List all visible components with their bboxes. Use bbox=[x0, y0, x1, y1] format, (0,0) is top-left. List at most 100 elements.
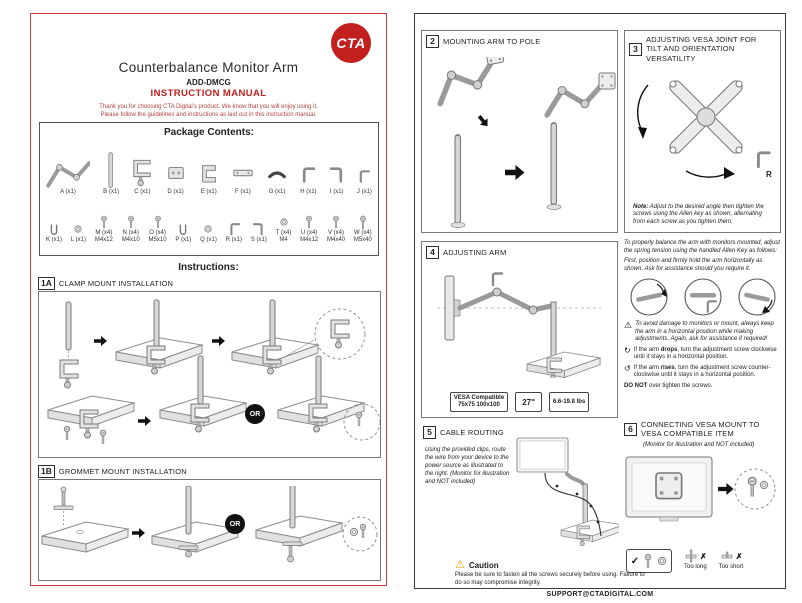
caution-header: ⚠ Caution bbox=[455, 560, 650, 571]
too-short-icons: ✗ bbox=[720, 549, 742, 563]
c1-pre: If the arm bbox=[633, 346, 661, 353]
section-1a-header: 1A CLAMP MOUNT INSTALLATION bbox=[38, 277, 173, 290]
package-contents-title: Package Contents: bbox=[163, 127, 255, 138]
caution-arm-drops-text: If the arm drops, turn the adjustment sc… bbox=[634, 347, 782, 362]
or-badge: OR bbox=[225, 514, 245, 534]
too-short-warning: ✗ Too short bbox=[718, 549, 744, 571]
part-label: A (x1) bbox=[60, 188, 76, 195]
section-1a-number: 1A bbox=[38, 277, 55, 290]
too-short-label: Too short bbox=[718, 564, 744, 570]
adjustment-detail-circles bbox=[624, 276, 782, 318]
section-5: 5 CABLE ROUTING Using the provided clips… bbox=[421, 426, 619, 556]
section-4-header: 4 ADJUSTING ARM bbox=[426, 246, 613, 259]
caution-label: Caution bbox=[468, 561, 499, 570]
part-label: S (x1) bbox=[250, 236, 267, 243]
clip-icon bbox=[180, 224, 187, 235]
part-label: G (x1) bbox=[268, 188, 286, 195]
c2-pre: If the arm bbox=[633, 364, 661, 371]
part-label: U (x4) M4x12 bbox=[300, 230, 319, 243]
section-4-number: 4 bbox=[426, 246, 439, 259]
correct-screw-box: ✓ bbox=[626, 549, 672, 573]
section-6-subtitle: (Monitor for illustration and NOT includ… bbox=[643, 442, 755, 448]
donot-bold: DO NOT bbox=[624, 382, 648, 389]
clamp-icon bbox=[133, 159, 151, 186]
part-label: P (x1) bbox=[175, 236, 192, 243]
bracket-icon bbox=[167, 166, 184, 179]
part-label: W (x4) M5x40 bbox=[353, 230, 372, 243]
part-e: E (x1) bbox=[199, 141, 219, 195]
arm-rise-detail-icon bbox=[738, 278, 776, 316]
clamp-mount-diagram bbox=[47, 299, 380, 445]
allen-key-icon bbox=[252, 222, 263, 236]
section-4-title: ADJUSTING ARM bbox=[443, 247, 507, 257]
vesa-compatible-badge: VESA Compatible 75x75 100x100 bbox=[449, 392, 509, 412]
section-6: 6 CONNECTING VESA MOUNT TO VESA COMPATIB… bbox=[624, 420, 782, 590]
section-1b-header: 1B GROMMET MOUNT INSTALLATION bbox=[38, 465, 187, 478]
balance-instructions-1: To properly balance the arm with monitor… bbox=[624, 240, 780, 254]
part-label: K (x1) bbox=[46, 236, 63, 243]
arm-drop-detail-icon bbox=[630, 278, 668, 316]
donot-rest: over tighten the screws. bbox=[647, 382, 713, 389]
part-label: R (x1) bbox=[225, 236, 243, 243]
part-label: L (x1) bbox=[70, 236, 86, 243]
part-f: F (x1) bbox=[232, 141, 254, 195]
c2-post: , turn the adjustment screw counter-cloc… bbox=[633, 364, 771, 379]
rotate-clockwise-icon: ↻ bbox=[624, 345, 631, 355]
caution-triangle-icon: ⚠ bbox=[455, 559, 465, 571]
cable-routing-diagram bbox=[516, 437, 619, 546]
section-4-box: 4 ADJUSTING ARM VESA Compatible 75x75 10… bbox=[421, 241, 618, 418]
manual-header: Counterbalance Monitor Arm ADD-DMCG INST… bbox=[31, 60, 386, 119]
part-label: O (x4) M5x10 bbox=[148, 230, 167, 243]
section-1b-number: 1B bbox=[38, 465, 55, 478]
warning-icon: ⚠ bbox=[624, 320, 633, 330]
part-l: L (x1) bbox=[71, 199, 86, 243]
product-title: Counterbalance Monitor Arm bbox=[118, 60, 299, 75]
caution-arm-drops: ↻ If the arm drops, turn the adjustment … bbox=[624, 345, 782, 362]
section-3-title: ADJUSTING VESA JOINT FOR TILT AND ORIENT… bbox=[646, 35, 757, 63]
section-1b-title: GROMMET MOUNT INSTALLATION bbox=[58, 466, 187, 476]
screw-icon bbox=[154, 216, 161, 229]
part-n: N (x4) M4x10 bbox=[122, 199, 140, 243]
caution-arm-rises-text: If the arm rises, turn the adjustment sc… bbox=[634, 365, 782, 380]
adjusting-arm-diagram bbox=[437, 272, 601, 378]
part-u: U (x4) M4x12 bbox=[300, 199, 318, 243]
allen-key-icon bbox=[329, 167, 342, 183]
intro-text: Thank you for choosing CTA Digital's pro… bbox=[99, 104, 318, 119]
caution-text: Please be sure to fasten all the screws … bbox=[455, 572, 645, 586]
part-h: H (x1) bbox=[300, 141, 317, 195]
section-3-number: 3 bbox=[629, 42, 642, 56]
rotate-counterclockwise-icon: ↺ bbox=[624, 363, 631, 373]
section-6-number: 6 bbox=[624, 422, 637, 436]
part-label: F (x1) bbox=[235, 188, 251, 195]
part-k: K (x1) bbox=[46, 199, 62, 243]
washer-icon bbox=[74, 225, 83, 233]
instructions-heading: Instructions: bbox=[178, 262, 239, 273]
arm-level-detail-icon bbox=[684, 278, 722, 316]
section-6-header: 6 CONNECTING VESA MOUNT TO VESA COMPATIB… bbox=[624, 420, 760, 439]
note-text: Adjust to the desired angle then tighten… bbox=[633, 203, 764, 226]
section-2-title: MOUNTING ARM TO POLE bbox=[443, 36, 541, 46]
or-badge: OR bbox=[245, 404, 265, 424]
cta-logo-text: CTA bbox=[336, 35, 366, 51]
washer-icon bbox=[279, 218, 288, 226]
spec-badges: VESA Compatible 75x75 100x100 27" 6.6-19… bbox=[422, 392, 617, 412]
too-long-icons: ✗ bbox=[684, 549, 707, 563]
part-label: D (x1) bbox=[167, 188, 184, 195]
part-v: V (x4) M4x40 bbox=[327, 199, 345, 243]
plate-icon bbox=[233, 169, 253, 176]
vesa-joint-diagram: R bbox=[637, 80, 772, 179]
do-not-overtighten: DO NOT over tighten the screws. bbox=[624, 383, 782, 391]
c1-post: , turn the adjustment screw clockwise un… bbox=[633, 346, 777, 361]
part-a: A (x1) bbox=[46, 141, 90, 195]
washer-icon bbox=[658, 556, 667, 566]
support-email: SUPPORT@CTADIGITAL.COM bbox=[546, 591, 654, 598]
part-label: N (x4) M4x10 bbox=[121, 230, 140, 243]
instruction-manual-label: INSTRUCTION MANUAL bbox=[150, 88, 267, 99]
part-d: D (x1) bbox=[166, 141, 186, 195]
part-i: I (x1) bbox=[329, 141, 344, 195]
cross-icon: ✗ bbox=[700, 551, 707, 561]
grommet-mount-diagram bbox=[41, 486, 378, 563]
pole-icon bbox=[108, 152, 113, 188]
package-row-large-parts: A (x1) B (x1) C (x1) D (x1) E (x1) F (x1… bbox=[46, 141, 372, 195]
part-b: B (x1) bbox=[103, 141, 119, 195]
